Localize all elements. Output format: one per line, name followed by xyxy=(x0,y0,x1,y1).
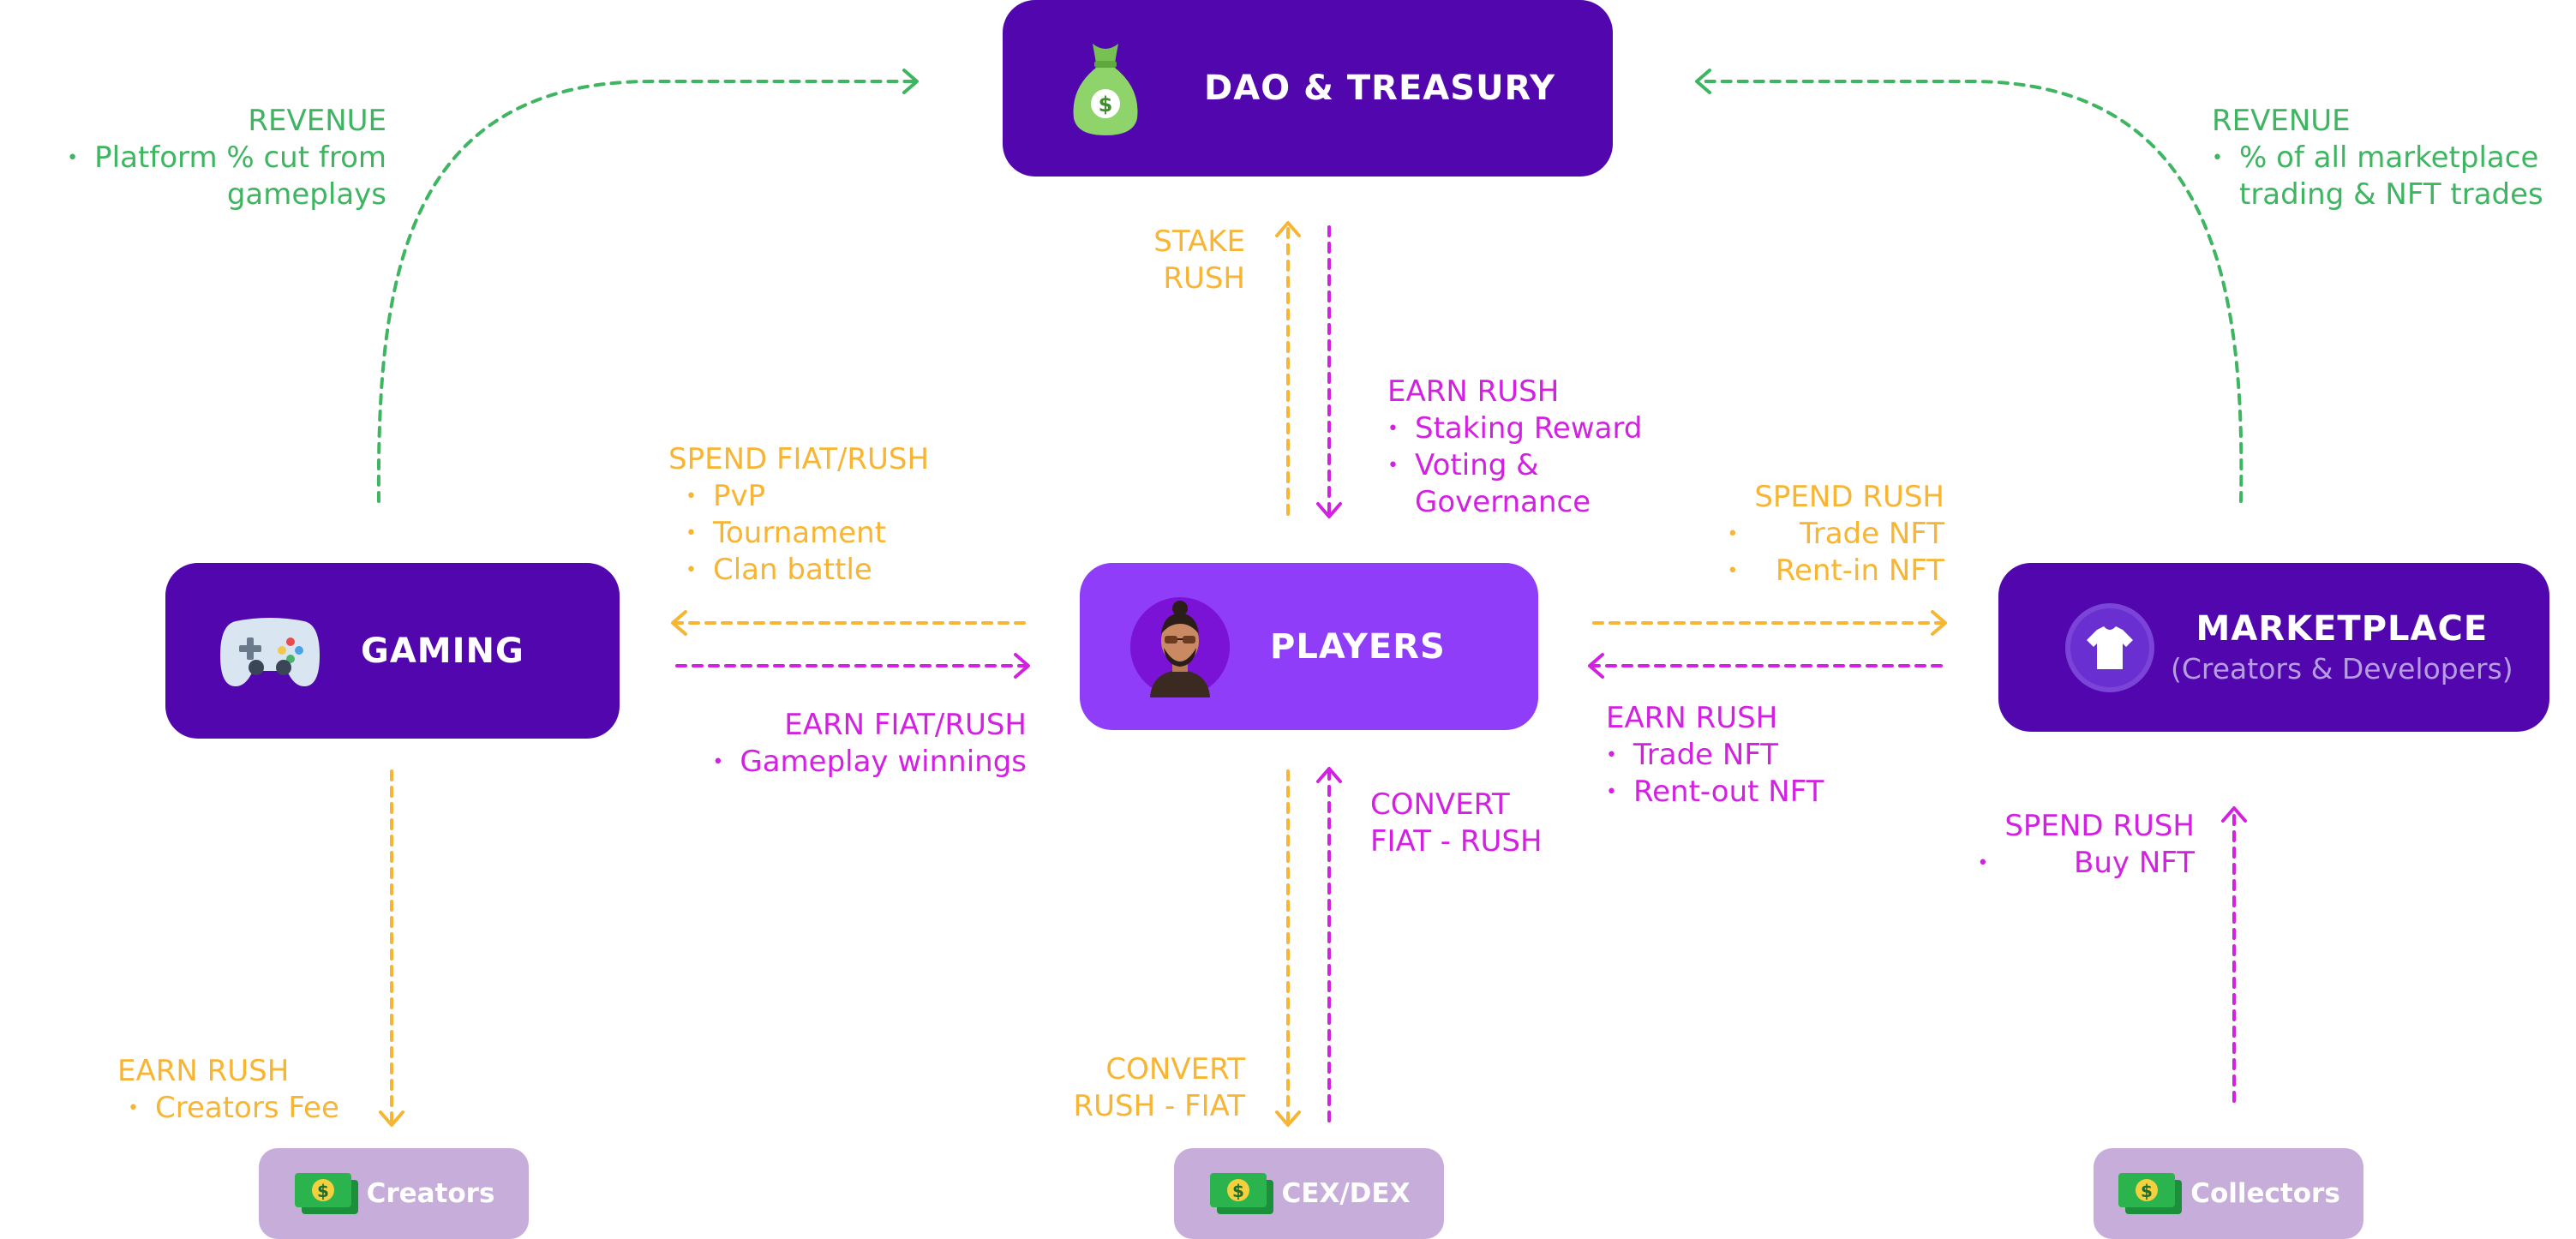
marketplace-subtitle: (Creators & Developers) xyxy=(2171,652,2513,685)
earn-fiat-rush-item-1: Gameplay winnings xyxy=(712,744,1027,781)
t-shirt-icon xyxy=(2065,602,2154,692)
stake-rush-line-2: RUSH xyxy=(1163,261,1245,296)
revenue-right-item-2: trading & NFT trades xyxy=(2239,177,2543,212)
earn-rush-dao-item-3: Governance xyxy=(1415,485,1591,519)
spend-fiat-rush-item-2: Tournament xyxy=(686,515,929,552)
arrowhead-earn-players-right xyxy=(1588,653,1604,679)
earn-fiat-rush-heading: EARN FIAT/RUSH xyxy=(784,708,1027,742)
revenue-right-item-1: % of all marketplace xyxy=(2212,140,2543,177)
cash-icon: $ xyxy=(294,1173,358,1214)
players-node: PLAYERS xyxy=(1080,563,1538,730)
marketplace-node: MARKETPLACE (Creators & Developers) xyxy=(1998,563,2549,732)
earn-rush-dao-item-2: Voting & xyxy=(1387,447,1642,484)
arrowhead-convert-down xyxy=(1275,1110,1301,1127)
dao-treasury-title: DAO & TREASURY xyxy=(1204,69,1556,108)
earn-rush-dao-heading: EARN RUSH xyxy=(1387,374,1560,409)
collectors-label: Collectors xyxy=(2190,1178,2340,1209)
svg-text:$: $ xyxy=(2141,1181,2153,1201)
svg-text:$: $ xyxy=(317,1181,329,1201)
dao-treasury-node: $ DAO & TREASURY xyxy=(1003,0,1613,177)
arrowhead-spend-gaming xyxy=(671,610,687,636)
earn-rush-dao-label: EARN RUSH Staking Reward Voting & Govern… xyxy=(1387,374,1643,521)
convert-fiat-rush-line-1: CONVERT xyxy=(1370,787,1510,822)
revenue-arrow-gaming-to-dao xyxy=(376,80,914,503)
arrowhead-stake-up xyxy=(1275,221,1301,237)
spend-rush-market-item-2: Rent-in NFT xyxy=(1727,553,1944,590)
spend-rush-market-item-1: Trade NFT xyxy=(1727,516,1944,553)
creators-pill: $ Creators xyxy=(259,1148,529,1239)
cash-icon: $ xyxy=(2118,1173,2183,1214)
revenue-left-label: REVENUE Platform % cut from gameplays xyxy=(67,103,386,213)
revenue-right-label: REVENUE % of all marketplace trading & N… xyxy=(2212,103,2543,213)
creators-label: Creators xyxy=(366,1178,495,1209)
player-avatar-icon xyxy=(1130,596,1230,697)
convert-rush-fiat-label: CONVERT RUSH - FIAT xyxy=(1073,1051,1245,1125)
earn-rush-market-heading: EARN RUSH xyxy=(1606,701,1778,735)
earn-fiat-rush-label: EARN FIAT/RUSH Gameplay winnings xyxy=(712,707,1027,781)
spend-fiat-rush-heading: SPEND FIAT/RUSH xyxy=(668,442,930,476)
earn-rush-creators-item-1: Creators Fee xyxy=(128,1090,339,1127)
arrowhead-collectors-up xyxy=(2221,806,2247,823)
arrowhead-earn-players-left xyxy=(1014,653,1030,679)
arrowhead-spend-market xyxy=(1931,610,1947,636)
cexdex-pill: $ CEX/DEX xyxy=(1174,1148,1444,1239)
spend-rush-collectors-item-1: Buy NFT xyxy=(1977,845,2195,882)
spend-fiat-rush-label: SPEND FIAT/RUSH PvP Tournament Clan batt… xyxy=(668,441,929,589)
revenue-arrow-marketplace-to-dao xyxy=(1699,80,2244,503)
svg-text:$: $ xyxy=(1099,93,1113,117)
stake-rush-line-1: STAKE xyxy=(1153,224,1245,259)
gaming-node: GAMING xyxy=(165,563,620,739)
marketplace-title: MARKETPLACE xyxy=(2196,609,2489,649)
svg-text:$: $ xyxy=(1232,1181,1244,1201)
spend-fiat-rush-item-1: PvP xyxy=(686,478,929,515)
stake-rush-label: STAKE RUSH xyxy=(1153,224,1245,297)
arrowhead-dao-right xyxy=(1695,69,1711,94)
spend-rush-collectors-heading: SPEND RUSH xyxy=(2004,809,2195,843)
earn-rush-market-label: EARN RUSH Trade NFT Rent-out NFT xyxy=(1606,700,1824,811)
earn-rush-market-item-1: Trade NFT xyxy=(1606,737,1824,774)
spend-rush-market-heading: SPEND RUSH xyxy=(1754,480,1944,514)
arrowhead-convert-up xyxy=(1316,767,1342,783)
cash-icon: $ xyxy=(1209,1173,1273,1214)
cexdex-label: CEX/DEX xyxy=(1281,1178,1411,1209)
earn-rush-market-item-2: Rent-out NFT xyxy=(1606,774,1824,811)
convert-fiat-rush-line-2: FIAT - RUSH xyxy=(1370,824,1543,859)
earn-rush-creators-label: EARN RUSH Creators Fee xyxy=(117,1053,339,1127)
spend-rush-market-label: SPEND RUSH Trade NFT Rent-in NFT xyxy=(1727,479,1944,590)
arrowhead-dao-left xyxy=(902,69,919,94)
convert-rush-fiat-line-1: CONVERT xyxy=(1105,1052,1245,1086)
revenue-left-item-1: Platform % cut from xyxy=(67,140,386,177)
arrowhead-earn-down xyxy=(1316,502,1342,518)
revenue-left-item-2: gameplays xyxy=(226,177,386,212)
arrowhead-creators-down xyxy=(379,1110,404,1127)
money-bag-icon: $ xyxy=(1073,44,1138,135)
revenue-right-heading: REVENUE xyxy=(2212,104,2351,138)
spend-fiat-rush-item-3: Clan battle xyxy=(686,552,929,589)
revenue-left-heading: REVENUE xyxy=(248,104,386,138)
earn-rush-creators-heading: EARN RUSH xyxy=(117,1054,290,1088)
convert-rush-fiat-line-2: RUSH - FIAT xyxy=(1073,1089,1245,1123)
convert-fiat-rush-label: CONVERT FIAT - RUSH xyxy=(1370,787,1543,860)
players-title: PLAYERS xyxy=(1270,626,1446,667)
gaming-title: GAMING xyxy=(361,631,524,671)
spend-rush-collectors-label: SPEND RUSH Buy NFT xyxy=(1977,808,2195,882)
collectors-pill: $ Collectors xyxy=(2094,1148,2363,1239)
game-controller-icon xyxy=(220,617,320,686)
earn-rush-dao-item-1: Staking Reward xyxy=(1387,410,1643,447)
